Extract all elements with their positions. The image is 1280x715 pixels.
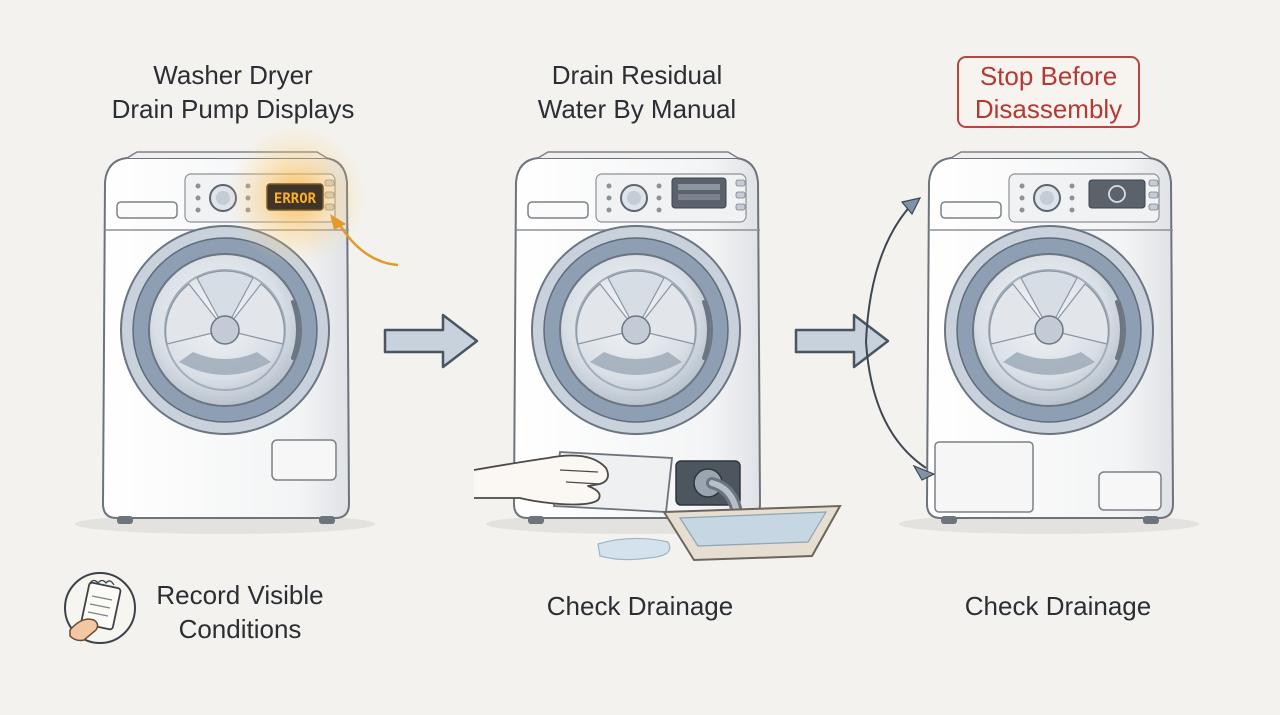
step-1-caption: Record Visible Conditions <box>140 578 340 646</box>
step-1-title-line2: Drain Pump Displays <box>111 94 355 124</box>
step-3-warning-line2: Disassembly <box>974 94 1123 124</box>
step-3-warning-line1: Stop Before <box>979 61 1118 91</box>
hand-icon <box>473 454 609 506</box>
error-pointer-arrow <box>336 221 399 267</box>
error-display: ERROR <box>266 183 324 211</box>
step-2-caption: Check Drainage <box>546 591 734 621</box>
water-puddle <box>597 537 671 561</box>
notepad-hand-icon <box>64 572 136 644</box>
washer-3-checked <box>897 150 1201 536</box>
step-2-title-line1: Drain Residual <box>551 60 723 90</box>
step-3-warning-box: Stop Before Disassembly <box>957 56 1140 128</box>
branch-arrow-bottom <box>865 341 927 469</box>
step-1-caption-line1: Record Visible <box>156 580 324 610</box>
flow-arrow-2 <box>794 313 890 369</box>
error-display-text: ERROR <box>274 191 317 207</box>
drain-tray <box>662 504 842 562</box>
step-1-caption-line2: Conditions <box>178 614 302 644</box>
flow-arrow-1 <box>383 313 479 369</box>
step-3-caption: Check Drainage <box>964 591 1152 621</box>
branch-arrow-top <box>865 201 915 343</box>
step-1-title-line1: Washer Dryer <box>153 60 313 90</box>
step-2-title-line2: Water By Manual <box>537 94 737 124</box>
washer-1-error <box>73 150 377 536</box>
step-1-title: Washer Dryer Drain Pump Displays <box>83 58 383 126</box>
step-2-title: Drain Residual Water By Manual <box>487 58 787 126</box>
washer-2-draining <box>484 150 788 536</box>
